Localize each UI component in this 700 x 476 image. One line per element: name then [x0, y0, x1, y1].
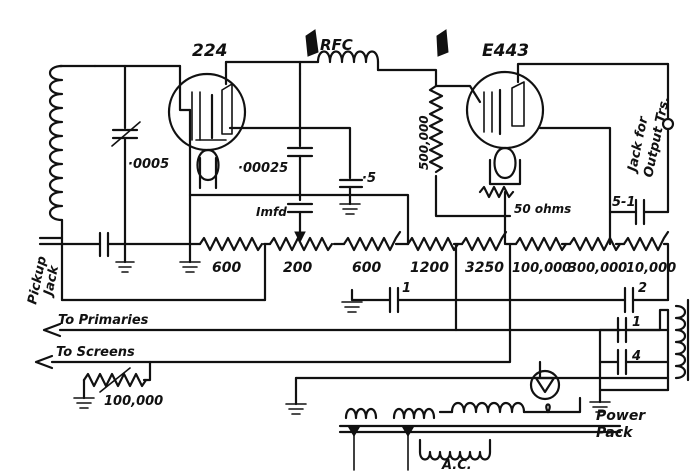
output-jack: [608, 62, 675, 226]
label-tube-224: 224: [192, 41, 228, 61]
label-to-screens: To Screens: [56, 345, 135, 360]
coupling-wire: [376, 68, 438, 88]
label-c-1a: 1: [402, 281, 411, 296]
tuning-capacitor-0005: [111, 64, 141, 273]
capacitor-1mfd: [286, 202, 314, 244]
label-r-10000: 10,000: [626, 261, 676, 276]
power-pack: [285, 360, 670, 471]
label-ac: A.C.: [441, 458, 472, 473]
input-coil: [48, 64, 97, 234]
label-r-600b: 600: [352, 260, 381, 276]
capacitor-00025: [228, 72, 364, 215]
label-c-5-1: 5-1: [612, 195, 636, 210]
label-r-50-ohms: 50 ohms: [514, 202, 571, 216]
label-pickup-jack: Jack: [41, 263, 63, 300]
tube-224: [167, 60, 247, 190]
label-tube-e443: E443: [482, 41, 529, 61]
label-c-imfd: Imfd: [256, 205, 287, 219]
label-c-0005: ·0005: [128, 157, 169, 172]
label-c-1b: 1: [632, 315, 641, 330]
output-transformer: [589, 298, 690, 413]
primaries-line: [42, 298, 670, 338]
bottom-bus: [263, 242, 670, 314]
label-r-300000: 300,000: [568, 261, 627, 276]
label-power: Power: [596, 408, 646, 424]
label-r-3250: 3250: [465, 260, 504, 276]
screens-line: [34, 298, 512, 409]
label-to-primaries: To Primaries: [58, 313, 149, 328]
tube-e443: [434, 62, 670, 246]
cathode-wire-224: [188, 108, 410, 246]
label-r-500000: 500,000: [417, 115, 431, 170]
label-pack: Pack: [596, 425, 634, 441]
label-r-100000b: 100,000: [104, 394, 163, 409]
rfc-choke: [298, 29, 380, 72]
label-c-00025: ·00025: [238, 161, 288, 176]
label-r-1200: 1200: [410, 260, 449, 276]
label-r-200: 200: [283, 260, 312, 276]
plate-resistor-500000: [428, 29, 512, 218]
pickup-jack: [38, 230, 267, 302]
label-c-5: ·5: [362, 171, 376, 186]
label-c-2: 2: [638, 281, 647, 296]
label-r-100000a: 100,000: [512, 261, 571, 276]
label-c-4: 4: [631, 349, 641, 364]
plate-wire-224: [224, 60, 302, 76]
label-rfc: RFC: [320, 36, 353, 54]
label-r-600a: 600: [212, 260, 241, 276]
